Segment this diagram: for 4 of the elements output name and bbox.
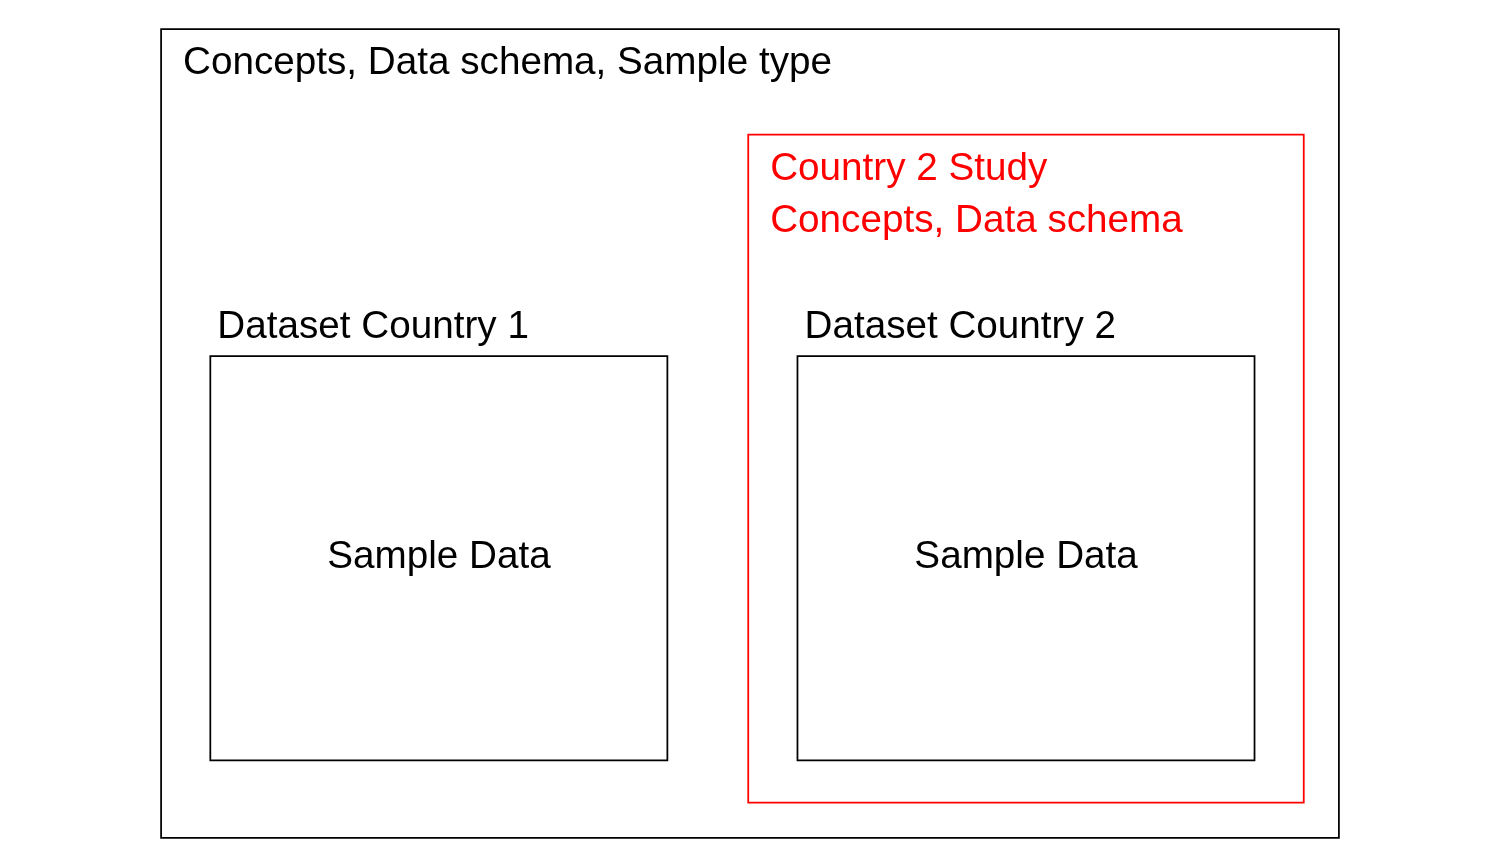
node-box: Sample Data xyxy=(208,355,668,762)
node-box: Sample Data xyxy=(796,355,1255,762)
node-label: Dataset Country 1 xyxy=(216,302,529,346)
node-label: Dataset Country 2 xyxy=(804,302,1116,346)
